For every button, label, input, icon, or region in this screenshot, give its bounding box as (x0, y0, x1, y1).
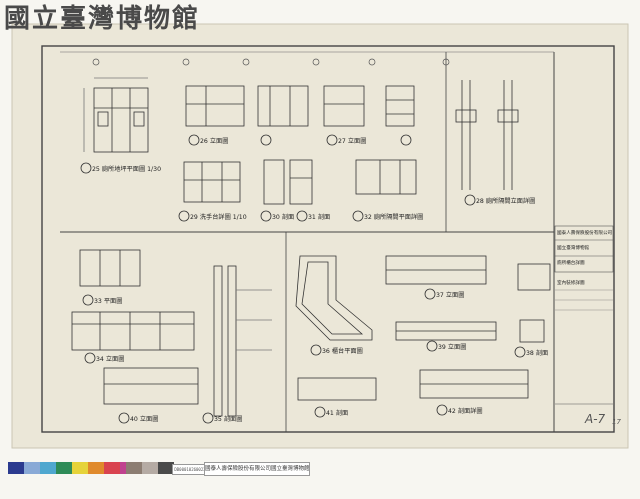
caption-d8: 32 廁所隔間平面詳圖 (364, 213, 423, 221)
grid-markers (92, 58, 450, 66)
color-swatch (40, 462, 56, 474)
drawing-counter-plan (295, 255, 551, 418)
sheet-number: A-7 (585, 412, 606, 426)
gray-swatch (158, 462, 174, 474)
title-drawing: 廁所櫃台詳圖 (557, 259, 585, 266)
drawing-bottom-left (71, 249, 272, 424)
caption-d3: 27 立面圖 (338, 137, 366, 145)
drawing-elevations-top (185, 85, 415, 146)
archive-barcode: DB00010260022 (172, 464, 208, 475)
caption-d16: 40 立面圖 (130, 415, 158, 423)
drawing-partition-details (455, 80, 519, 206)
color-swatch (88, 462, 104, 474)
gray-swatch (126, 462, 142, 474)
drawing-sink-details (178, 159, 417, 222)
caption-d12: 36 櫃台平面圖 (322, 347, 363, 355)
caption-d10: 34 立面圖 (96, 355, 124, 363)
caption-d15: 39 立面圖 (438, 343, 466, 351)
drawing-border (41, 45, 615, 433)
caption-d18: 42 剖面詳圖 (448, 407, 483, 415)
color-swatch (56, 462, 72, 474)
drawing-captions: 25 廁所地坪平面圖 1/30 26 立面圖 27 立面圖 28 廁所隔間立面詳… (92, 137, 548, 423)
museum-logo: 國立臺灣博物館 (4, 4, 201, 34)
color-swatch (8, 462, 24, 474)
title-client: 國泰人壽保險股份有限公司 (557, 229, 613, 236)
caption-d1: 25 廁所地坪平面圖 1/30 (92, 165, 161, 173)
caption-d17: 41 剖面 (326, 409, 348, 417)
sheet-subnumber: 17 (612, 418, 621, 426)
title-block: 國泰人壽保險股份有限公司 國立臺灣博物館 廁所櫃台詳圖 室內裝修詳圖 (554, 225, 614, 405)
color-swatch (24, 462, 40, 474)
caption-d9: 33 平面圖 (94, 298, 122, 305)
archive-credit: 國泰人壽保險股份有限公司國立臺灣博物館建工程 (204, 462, 310, 476)
gray-calibration-strip (126, 462, 174, 474)
color-swatch (104, 462, 120, 474)
color-swatch (72, 462, 88, 474)
caption-d11: 35 剖面圖 (214, 415, 242, 423)
caption-d2: 26 立面圖 (200, 137, 228, 145)
caption-d7: 31 剖面 (308, 213, 330, 221)
paper (11, 23, 629, 449)
caption-d6: 30 剖面 (272, 213, 294, 221)
caption-d4: 28 廁所隔間立面詳圖 (476, 197, 535, 205)
title-project: 國立臺灣博物館 (557, 244, 590, 251)
caption-d14: 38 剖面 (526, 349, 548, 357)
title-note: 室內裝修詳圖 (557, 279, 585, 286)
gray-swatch (142, 462, 158, 474)
caption-d5: 29 洗手台詳圖 1/10 (190, 213, 247, 221)
caption-d13: 37 立面圖 (436, 291, 464, 299)
drawing-toilet-plan (80, 77, 149, 174)
